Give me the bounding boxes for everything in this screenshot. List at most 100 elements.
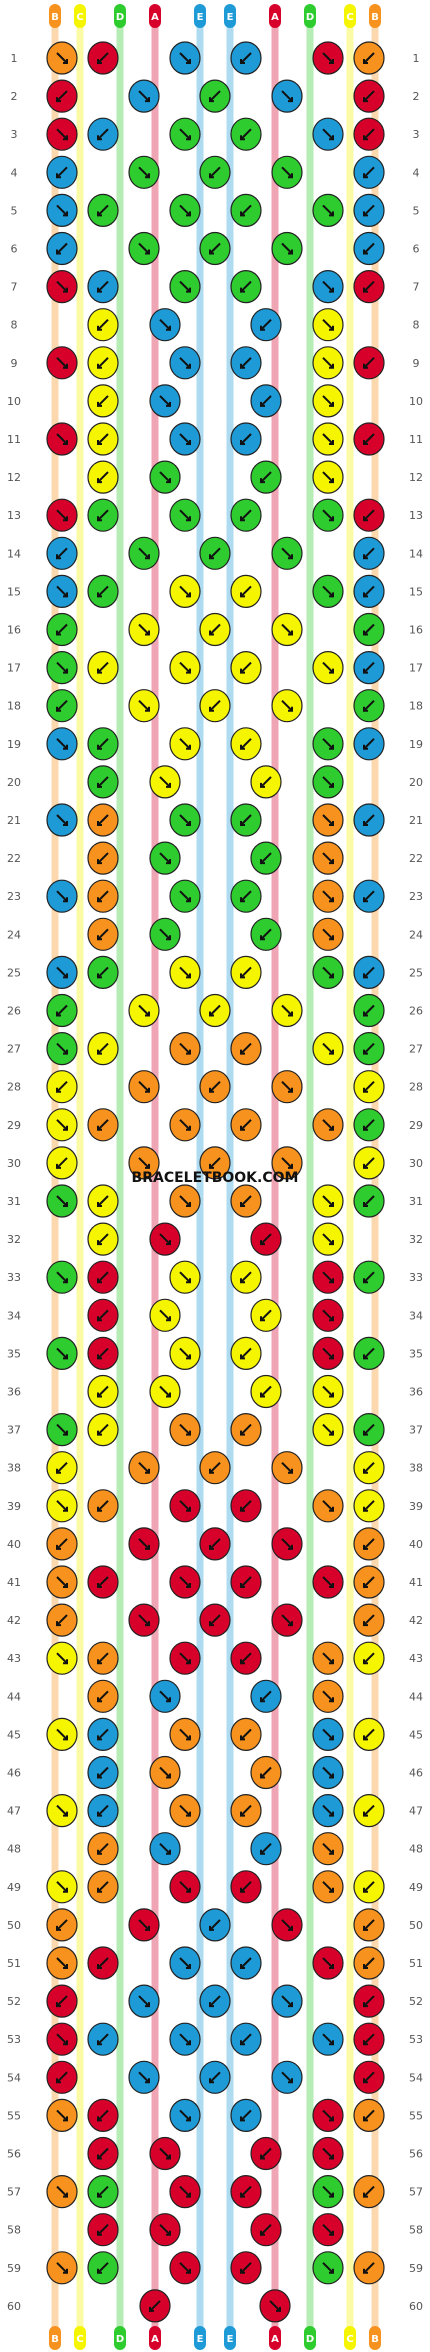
- row-label-left: 23: [7, 890, 21, 903]
- knot: [353, 117, 385, 151]
- knot: [199, 536, 231, 570]
- knot-arrowhead: [186, 287, 191, 293]
- knot-arrowhead: [186, 2040, 191, 2046]
- knot: [46, 2251, 78, 2285]
- knot-arrow: [363, 1461, 375, 1474]
- knot-arrow: [179, 1804, 191, 1817]
- knot-arrow: [240, 1652, 252, 1664]
- knot-arrow: [56, 1119, 68, 1131]
- knot-arrowhead: [97, 59, 102, 64]
- knot-arrow: [209, 1004, 221, 1017]
- knot-arrow: [363, 90, 375, 102]
- knot-arrow: [363, 1728, 375, 1741]
- row-label-right: 23: [409, 890, 423, 903]
- knot: [169, 193, 201, 227]
- row-label-right: 20: [409, 776, 423, 789]
- knot-arrow: [159, 2147, 171, 2160]
- row-label-left: 51: [7, 1957, 21, 1970]
- knot-arrowhead: [186, 973, 191, 979]
- knot-arrowhead: [186, 1202, 191, 1207]
- knot-arrow: [56, 1423, 68, 1436]
- top-string-cap: [149, 4, 161, 28]
- knot-arrow: [97, 1233, 109, 1245]
- knot: [312, 1184, 344, 1218]
- knot-arrowhead: [145, 554, 150, 560]
- knot-arrowhead: [363, 2192, 368, 2198]
- knot-arrowhead: [240, 516, 245, 522]
- knot-arrow: [56, 547, 68, 560]
- knot-arrow: [179, 204, 191, 217]
- knot-arrowhead: [97, 2154, 102, 2160]
- knot-arrow: [97, 2185, 109, 2198]
- knot: [87, 1489, 119, 1523]
- knot-arrowhead: [166, 1392, 171, 1398]
- knot-arrowhead: [186, 135, 191, 141]
- knot-arrowhead: [97, 2230, 102, 2236]
- knot-arrowhead: [329, 1849, 334, 1855]
- knot: [312, 2136, 344, 2171]
- knot-arrowhead: [97, 2116, 102, 2122]
- knot: [149, 2136, 181, 2171]
- knot-arrowhead: [363, 897, 368, 903]
- knot: [87, 1755, 119, 1790]
- knot: [128, 231, 160, 266]
- top-string-label: D: [116, 12, 124, 23]
- knot-arrow: [56, 1919, 68, 1931]
- knot: [250, 2213, 282, 2247]
- knot: [250, 1374, 282, 1409]
- knot: [312, 460, 344, 494]
- knot-arrowhead: [240, 2040, 245, 2046]
- knot-arrow: [209, 1461, 221, 1474]
- knot-arrow: [56, 2033, 68, 2045]
- knot-arrowhead: [63, 287, 68, 293]
- knot-arrowhead: [288, 1544, 293, 1550]
- knot-arrowhead: [166, 859, 171, 865]
- knot-arrow: [240, 1881, 252, 1893]
- knot: [149, 308, 181, 342]
- knot: [87, 1679, 119, 1713]
- knot-arrow: [322, 1842, 334, 1855]
- bottom-string-label: A: [151, 2334, 159, 2345]
- knot-arrowhead: [329, 973, 334, 979]
- knot-arrowhead: [288, 2078, 293, 2084]
- knot: [46, 270, 78, 304]
- knot-arrow: [159, 395, 171, 407]
- knot-arrowhead: [97, 1354, 102, 1360]
- knot-arrowhead: [186, 2192, 191, 2198]
- knot: [271, 1451, 303, 1485]
- knot-arrow: [240, 280, 252, 293]
- knot-arrowhead: [240, 592, 245, 598]
- knot: [199, 612, 231, 647]
- knot: [128, 1451, 160, 1485]
- knot-arrow: [363, 1919, 375, 1931]
- knot-arrow: [240, 52, 252, 64]
- knot-arrow: [56, 1538, 68, 1550]
- knot-arrowhead: [288, 97, 293, 103]
- knot-arrow: [363, 699, 375, 712]
- knot: [87, 1641, 119, 1675]
- knot-arrowhead: [97, 440, 102, 445]
- knot-arrow: [260, 928, 272, 941]
- knot-arrow: [56, 433, 68, 445]
- row-label-left: 34: [7, 1309, 21, 1322]
- row-label-right: 52: [409, 1995, 423, 2008]
- knot-arrow: [363, 1538, 375, 1550]
- knot-arrow: [240, 1576, 252, 1588]
- knot-arrow: [322, 1652, 334, 1664]
- knot: [271, 1146, 303, 1180]
- knot-arrowhead: [288, 1087, 293, 1093]
- knot: [139, 2289, 171, 2323]
- knot-arrowhead: [166, 2230, 171, 2236]
- knot-arrow: [281, 623, 293, 636]
- knot-arrowhead: [56, 630, 61, 636]
- knot-arrowhead: [63, 363, 68, 369]
- knot-arrow: [322, 128, 334, 140]
- knot-arrow: [149, 2300, 161, 2312]
- knot: [312, 841, 344, 875]
- knot-arrowhead: [186, 1354, 191, 1360]
- row-label-right: 5: [413, 204, 420, 217]
- row-label-right: 13: [409, 509, 423, 522]
- knot: [169, 270, 201, 304]
- row-label-left: 29: [7, 1119, 21, 1132]
- knot: [312, 1489, 344, 1523]
